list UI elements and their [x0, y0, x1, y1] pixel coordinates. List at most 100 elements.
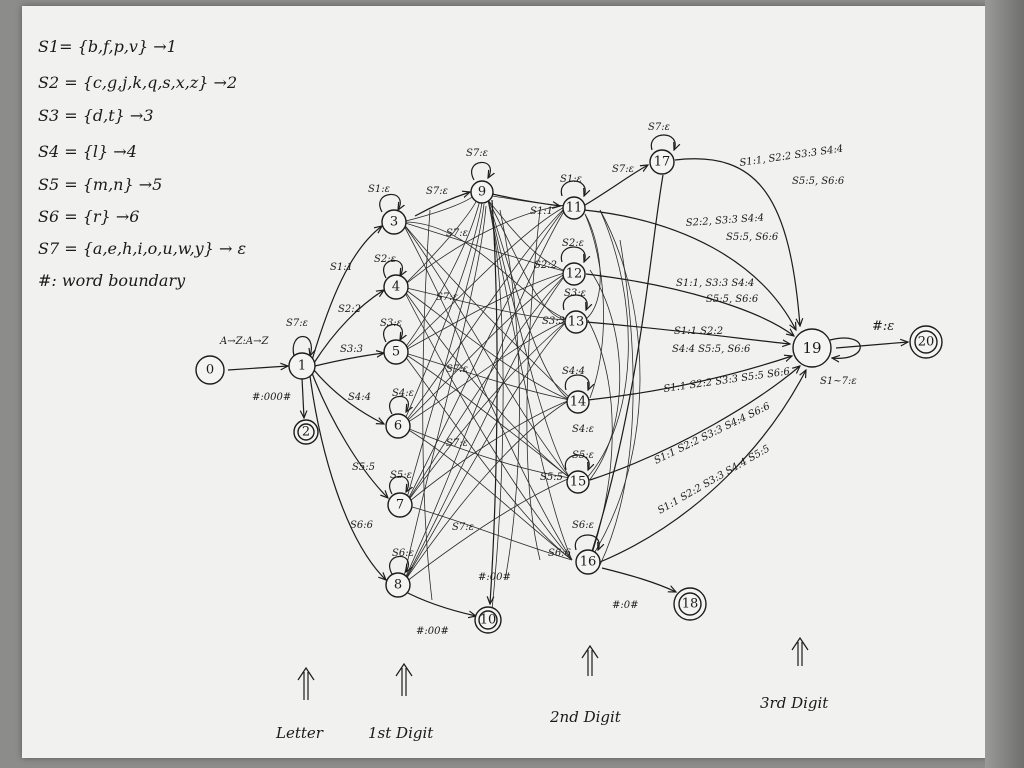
- legend-line: S6 = {r} →6: [38, 207, 139, 226]
- edge-label: #:00#: [416, 626, 449, 637]
- svg-text:10: 10: [480, 613, 497, 628]
- legend: S1= {b,f,p,v} →1 S2 = {c,g,j,k,q,s,x,z} …: [38, 37, 246, 290]
- layer-markers: Letter 1st Digit 2nd Digit 3rd Digit: [275, 636, 829, 742]
- legend-line: S3 = {d,t} →3: [38, 106, 154, 125]
- edge-label: S1:1, S3:3 S4:4: [676, 278, 754, 289]
- state-12: 12: [562, 262, 586, 286]
- edge-label: S3:3: [340, 344, 363, 355]
- svg-text:15: 15: [570, 475, 587, 490]
- state-5: 5: [383, 339, 409, 365]
- svg-text:11: 11: [566, 201, 583, 216]
- final-state-18: 18: [673, 587, 707, 621]
- svg-text:12: 12: [566, 267, 583, 282]
- svg-text:18: 18: [682, 597, 699, 612]
- table-edge: [985, 0, 1024, 768]
- edge-label: S6:ε: [572, 520, 594, 531]
- up-arrow-icon: [395, 662, 413, 696]
- state-4: 4: [383, 274, 409, 300]
- edge-label: S2:2: [338, 304, 361, 315]
- state-19: 19: [792, 328, 832, 368]
- edge-label: S7:ε: [466, 148, 488, 159]
- layer-label-digit1: 1st Digit: [368, 724, 434, 742]
- state-7: 7: [387, 492, 413, 518]
- edge-label: S5:ε: [572, 450, 594, 461]
- edge-label: S4:4 S5:5, S6:6: [672, 344, 751, 355]
- state-6: 6: [385, 413, 411, 439]
- edge-label: S5:5, S6:6: [706, 294, 759, 305]
- edge-label: S7:ε: [426, 186, 448, 197]
- edge-label: S1:1: [330, 262, 353, 273]
- up-arrow-icon: [581, 644, 599, 676]
- svg-text:17: 17: [654, 155, 671, 170]
- final-state-20: 20: [909, 325, 943, 359]
- state-3: 3: [381, 209, 407, 235]
- edge-label: S3:3: [542, 316, 565, 327]
- up-arrow-icon: [791, 636, 809, 666]
- legend-line: S7 = {a,e,h,i,o,u,w,y} → ε: [38, 239, 246, 258]
- edge-label: A→Z:A→Z: [219, 336, 270, 347]
- edge-label: S4:ε: [572, 424, 594, 435]
- state-0: 0: [195, 355, 225, 385]
- edge-label: S7:ε: [446, 438, 468, 449]
- edge-label: S1:1, S2:2 S3:3 S4:4: [739, 144, 844, 169]
- edge-label: #:0#: [612, 600, 639, 611]
- edge-label: S5:5, S6:6: [726, 232, 779, 243]
- edge-label: S1:ε: [560, 174, 582, 185]
- edge-label: S7:ε: [446, 228, 468, 239]
- edge-label: S2:ε: [562, 238, 584, 249]
- layer-label-digit2: 2nd Digit: [549, 708, 622, 726]
- edge-label: S1:1 S2:2: [674, 326, 723, 337]
- svg-text:2: 2: [302, 425, 310, 440]
- svg-text:7: 7: [396, 498, 404, 513]
- edge-label: S7:ε: [612, 164, 634, 175]
- svg-text:16: 16: [580, 555, 597, 570]
- state-16: 16: [575, 549, 601, 575]
- svg-text:13: 13: [568, 315, 585, 330]
- self-loops: [292, 134, 861, 575]
- edge-label: S7:ε: [648, 122, 670, 133]
- edge-label: S5:5: [540, 472, 563, 483]
- nodes: 0 1 2 3 4 5 6 7: [195, 149, 943, 634]
- state-13: 13: [564, 310, 588, 334]
- legend-line: S5 = {m,n} →5: [38, 175, 162, 194]
- state-8: 8: [385, 572, 411, 598]
- edge-label: S6:ε: [392, 548, 414, 559]
- state-14: 14: [566, 390, 590, 414]
- edge-labels: A→Z:A→Z S7:ε #:000# S1:1 S2:2 S3:3 S4:4 …: [219, 122, 894, 637]
- state-15: 15: [566, 470, 590, 494]
- svg-text:3: 3: [390, 215, 398, 230]
- svg-text:19: 19: [802, 339, 821, 357]
- state-11: 11: [562, 196, 586, 220]
- state-17: 17: [649, 149, 675, 175]
- edge-label: S4:4: [562, 366, 585, 377]
- state-1: 1: [288, 352, 316, 380]
- edge-label: S5:5, S6:6: [792, 176, 845, 187]
- edge-label: S1:1 S2:2 S3:3 S5:5 S6:6: [663, 366, 791, 395]
- up-arrow-icon: [297, 666, 315, 700]
- edge-label: S5:5: [352, 462, 375, 473]
- final-state-10: 10: [474, 606, 502, 634]
- layer-label-letter: Letter: [275, 724, 324, 742]
- edge-label: S2:2, S3:3 S4:4: [685, 213, 764, 229]
- state-9: 9: [470, 180, 494, 204]
- edge-label: S2:2: [534, 260, 557, 271]
- final-state-2: 2: [293, 419, 319, 445]
- svg-text:8: 8: [394, 578, 402, 593]
- svg-text:4: 4: [392, 280, 400, 295]
- edge-label: S7:ε: [452, 522, 474, 533]
- edge-label: S3:ε: [564, 288, 586, 299]
- edge-label: S7:ε: [436, 292, 458, 303]
- main-edges: [227, 158, 908, 616]
- legend-line: S1= {b,f,p,v} →1: [38, 37, 177, 56]
- edge-label: #:ε: [872, 319, 894, 334]
- edge-label: S4:ε: [392, 388, 414, 399]
- svg-text:14: 14: [570, 395, 587, 410]
- svg-text:9: 9: [478, 185, 486, 200]
- edge-label: S3:ε: [380, 318, 402, 329]
- edge-label: S7:ε: [286, 318, 308, 329]
- edge-label: S1:ε: [368, 184, 390, 195]
- crossing-edges: [401, 193, 641, 611]
- edge-label: #:00#: [478, 572, 511, 583]
- edge-label: S6:6: [350, 520, 374, 531]
- edge-label: S6:6: [548, 548, 572, 559]
